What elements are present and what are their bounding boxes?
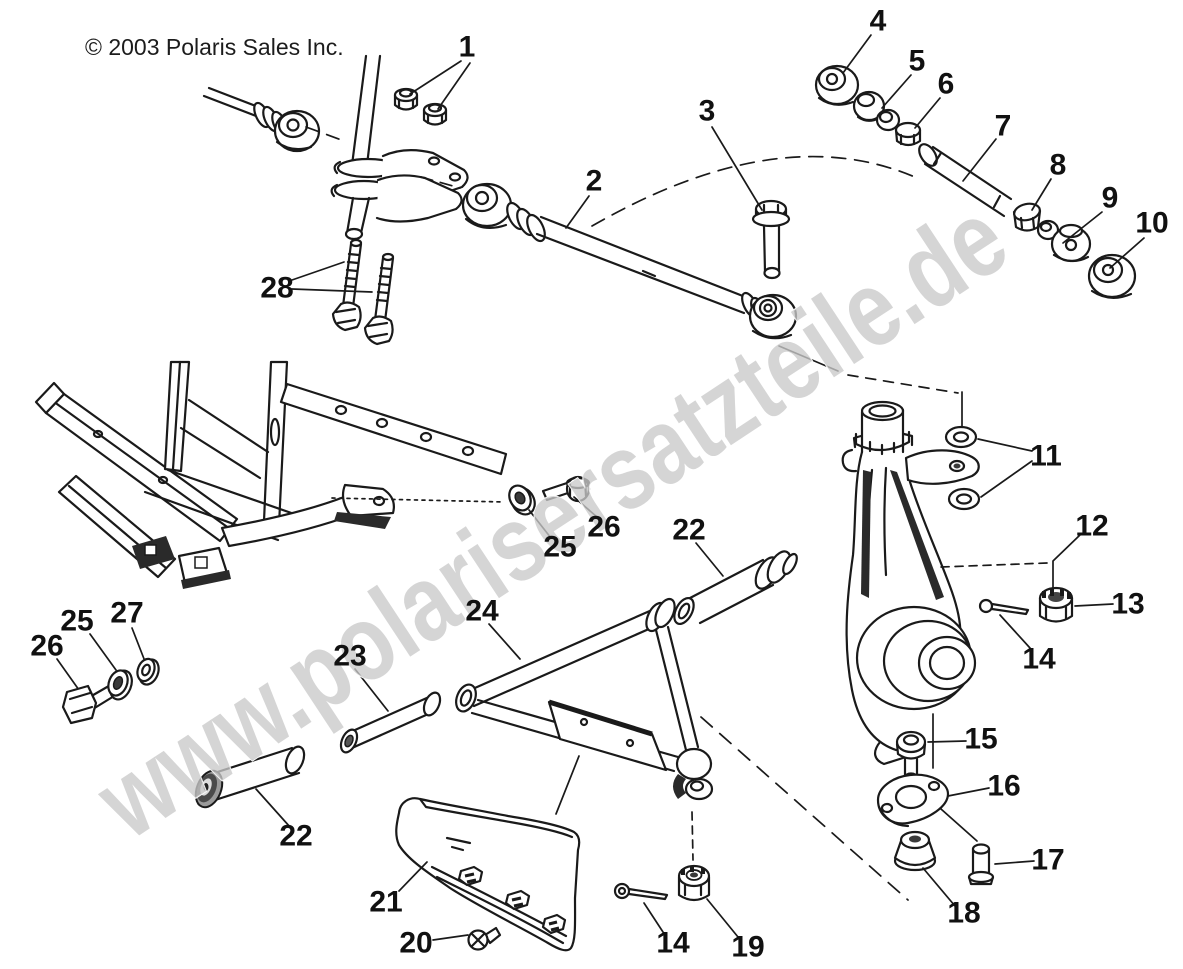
callout-part-18: 18 bbox=[947, 897, 980, 930]
callout-part-22: 22 bbox=[672, 514, 705, 547]
callout-part-3: 3 bbox=[699, 95, 716, 128]
mount-plate-part16-drawing bbox=[876, 773, 950, 828]
callout-part-24: 24 bbox=[465, 595, 499, 628]
tube-part23-drawing bbox=[339, 691, 442, 754]
callout-part-13: 13 bbox=[1111, 588, 1144, 621]
callout-part-25: 25 bbox=[543, 531, 576, 564]
tie-rod-part2-drawing bbox=[461, 182, 798, 340]
callout-part-7: 7 bbox=[995, 110, 1012, 143]
shield-part21-drawing bbox=[395, 797, 581, 952]
callout-part-14b: 14 bbox=[656, 927, 690, 960]
flange-bolt-part3-drawing bbox=[751, 199, 791, 280]
callout-part-5: 5 bbox=[909, 45, 926, 78]
callout-part-2: 2 bbox=[586, 165, 603, 198]
castle-nut-cotter-bottom-drawing bbox=[613, 811, 711, 902]
bolts-part28-drawing bbox=[331, 238, 395, 346]
screw-part20-drawing bbox=[467, 926, 502, 951]
bolt26-washers-lower-drawing bbox=[61, 657, 160, 725]
callout-part-25b: 25 bbox=[60, 605, 93, 638]
pivot-tube-22-upper-drawing bbox=[673, 550, 798, 626]
callout-part-27: 27 bbox=[110, 597, 143, 630]
callout-part-6: 6 bbox=[938, 68, 955, 101]
chassis-frame-drawing bbox=[34, 360, 508, 589]
callout-part-20: 20 bbox=[399, 927, 432, 960]
copyright-text: © 2003 Polaris Sales Inc. bbox=[85, 34, 344, 60]
rivet-part17-drawing bbox=[967, 843, 995, 886]
callout-part-9: 9 bbox=[1102, 182, 1119, 215]
steering-arc-dashed bbox=[591, 155, 918, 227]
callout-part-15: 15 bbox=[964, 723, 997, 756]
left-tie-rod-end-drawing bbox=[202, 86, 348, 153]
callout-part-26b: 26 bbox=[30, 630, 63, 663]
locknuts-part1-drawing bbox=[393, 87, 448, 126]
cone-bushing-part18-drawing bbox=[893, 830, 937, 872]
callout-part-26: 26 bbox=[587, 511, 620, 544]
callout-part-19: 19 bbox=[731, 931, 764, 964]
callout-part-17: 17 bbox=[1031, 844, 1064, 877]
callout-part-23: 23 bbox=[333, 640, 366, 673]
callout-part-16: 16 bbox=[987, 770, 1020, 803]
callout-part-28: 28 bbox=[260, 272, 293, 305]
callout-part-21: 21 bbox=[369, 886, 402, 919]
frame-pointer-dotted bbox=[331, 497, 505, 503]
callout-part-14: 14 bbox=[1022, 643, 1056, 676]
leader-lines bbox=[56, 34, 1145, 941]
callout-part-12: 12 bbox=[1075, 510, 1108, 543]
callouts: 1 2 3 4 5 6 7 8 9 10 11 12 13 14 15 16 1… bbox=[30, 5, 1168, 964]
washer25-bolt26-upper-drawing bbox=[508, 475, 591, 516]
right-tie-rod-assembly-drawing bbox=[814, 64, 1137, 299]
callout-part-11: 11 bbox=[1030, 440, 1062, 473]
cotter-castle-right-drawing bbox=[978, 586, 1074, 623]
shoulder-bolt-part15-drawing bbox=[895, 713, 934, 782]
a-arm-part24-drawing bbox=[455, 597, 714, 801]
callout-part-1: 1 bbox=[459, 31, 476, 64]
callout-part-8: 8 bbox=[1050, 149, 1067, 182]
callout-part-22b: 22 bbox=[279, 820, 312, 853]
callout-part-10: 10 bbox=[1135, 207, 1168, 240]
steering-knuckle-drawing bbox=[841, 400, 980, 766]
callout-part-4: 4 bbox=[870, 5, 887, 38]
washers-part11-drawing bbox=[944, 391, 981, 511]
pivot-tube-22-lower-drawing bbox=[194, 745, 306, 809]
steering-post-drawing bbox=[330, 54, 469, 241]
